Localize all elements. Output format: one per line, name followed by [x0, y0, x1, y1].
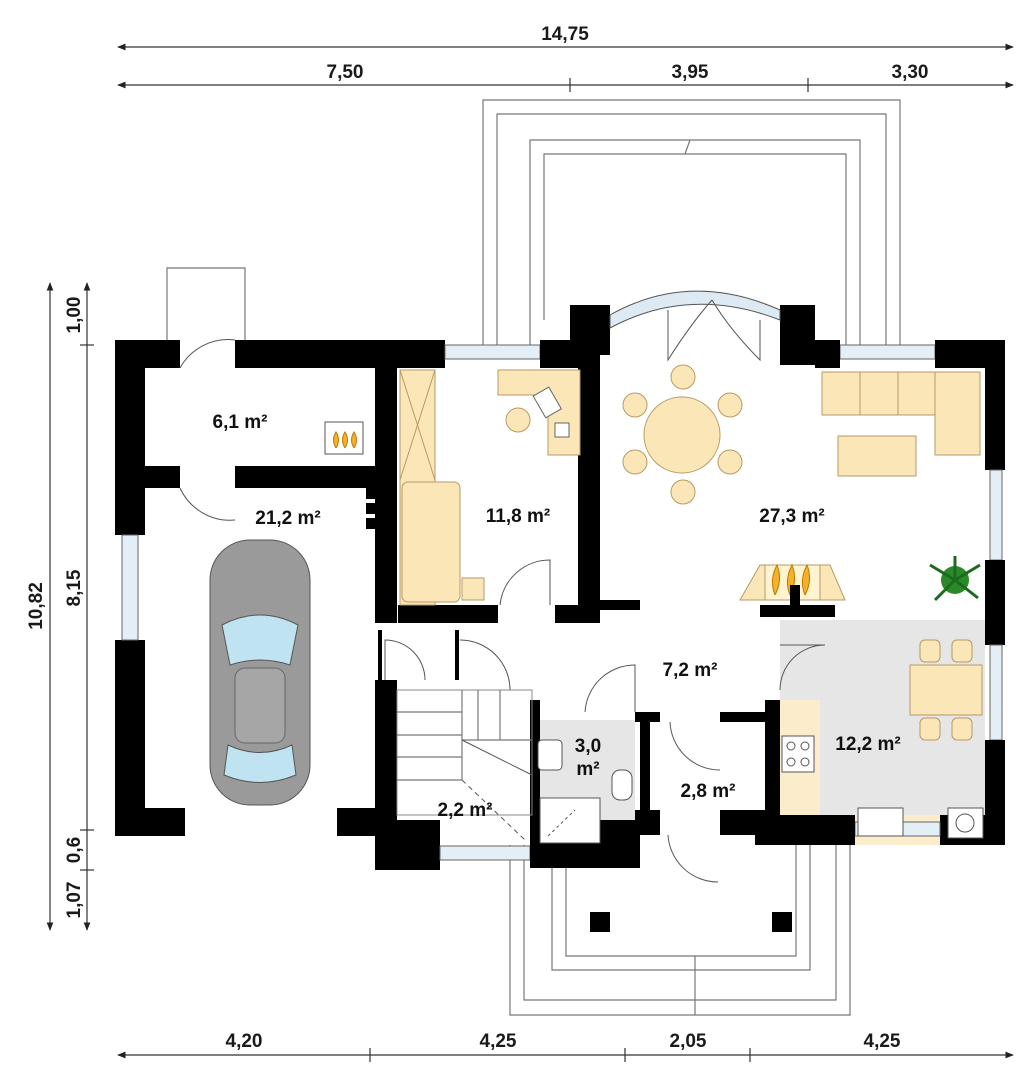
boiler-icon — [324, 421, 364, 455]
room-area-kitchen: 12,2 m² — [835, 734, 900, 755]
dim-left-3: 0,6 — [64, 837, 85, 863]
room-area-office: 11,8 m² — [486, 506, 550, 527]
plant-icon — [929, 556, 981, 602]
dim-bottom-3: 2,05 — [670, 1031, 707, 1052]
room-area-hall: 7,2 m² — [663, 660, 718, 681]
room-area-living: 27,3 m² — [759, 506, 824, 527]
dim-bottom-4: 4,25 — [864, 1031, 901, 1052]
doors — [179, 299, 826, 883]
dim-bottom-1: 4,20 — [226, 1031, 263, 1052]
dim-top-2: 3,95 — [672, 62, 709, 83]
dim-left-1: 1,00 — [64, 297, 85, 334]
dim-bottom-2: 4,25 — [480, 1031, 517, 1052]
chimney-grid — [366, 473, 392, 529]
office-furniture — [399, 369, 581, 606]
walls — [115, 290, 1005, 870]
dim-top-1: 7,50 — [327, 62, 364, 83]
dim-top-3: 3,30 — [892, 62, 929, 83]
room-area-garage: 21,2 m² — [255, 508, 320, 529]
kitchen-counter — [780, 700, 940, 845]
kitchen-furniture — [781, 639, 984, 839]
room-area-bathroom-unit: m² — [576, 759, 599, 780]
dim-left-4: 1,07 — [64, 882, 85, 919]
dim-left-total: 10,82 — [26, 582, 47, 630]
room-area-stairs: 2,2 m² — [438, 800, 493, 821]
utility-entrance-step — [166, 267, 246, 340]
top-terrace — [482, 99, 901, 345]
room-area-bathroom: 3,0 — [575, 736, 601, 757]
bottom-terrace — [509, 845, 851, 1016]
dim-left-2: 8,15 — [64, 569, 85, 606]
dining-table — [622, 364, 743, 505]
sofa — [821, 371, 981, 477]
bathroom-fixtures — [537, 720, 635, 844]
room-area-utility: 6,1 m² — [213, 412, 268, 433]
fireplace-icon — [739, 563, 846, 617]
staircase — [396, 689, 533, 841]
dimension-lines — [46, 43, 1014, 1062]
room-area-vestibule: 2,8 m² — [681, 781, 736, 802]
dim-top-total: 14,75 — [541, 24, 589, 45]
car-icon — [209, 539, 311, 806]
